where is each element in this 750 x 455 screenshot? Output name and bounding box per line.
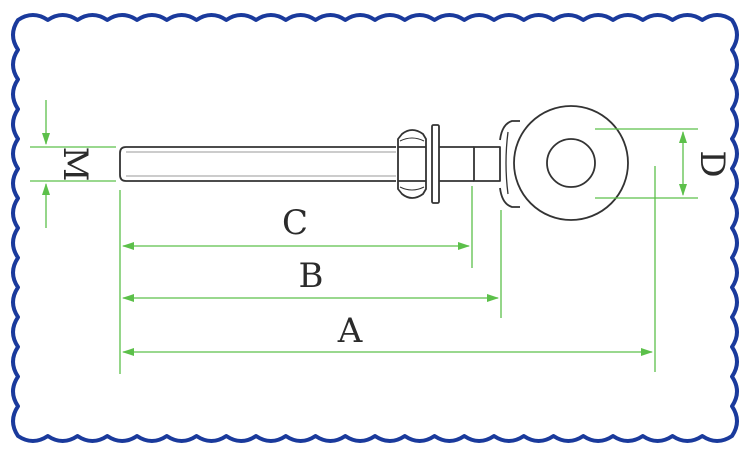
dimension-m-label: M xyxy=(55,147,95,182)
dimension-d-label: D xyxy=(692,150,732,177)
bolt-shank xyxy=(119,146,396,182)
eye-bolt xyxy=(119,105,629,221)
eye-neck xyxy=(473,146,501,182)
dimension-b-label: B xyxy=(299,256,324,296)
washer xyxy=(431,124,440,204)
dimension-a-label: A xyxy=(337,311,363,351)
scalloped-border xyxy=(11,13,739,443)
dimension-lines xyxy=(30,100,698,374)
eye-ring-inner xyxy=(546,138,596,188)
hex-nut xyxy=(397,129,427,199)
dimension-c-label: C xyxy=(282,203,308,243)
